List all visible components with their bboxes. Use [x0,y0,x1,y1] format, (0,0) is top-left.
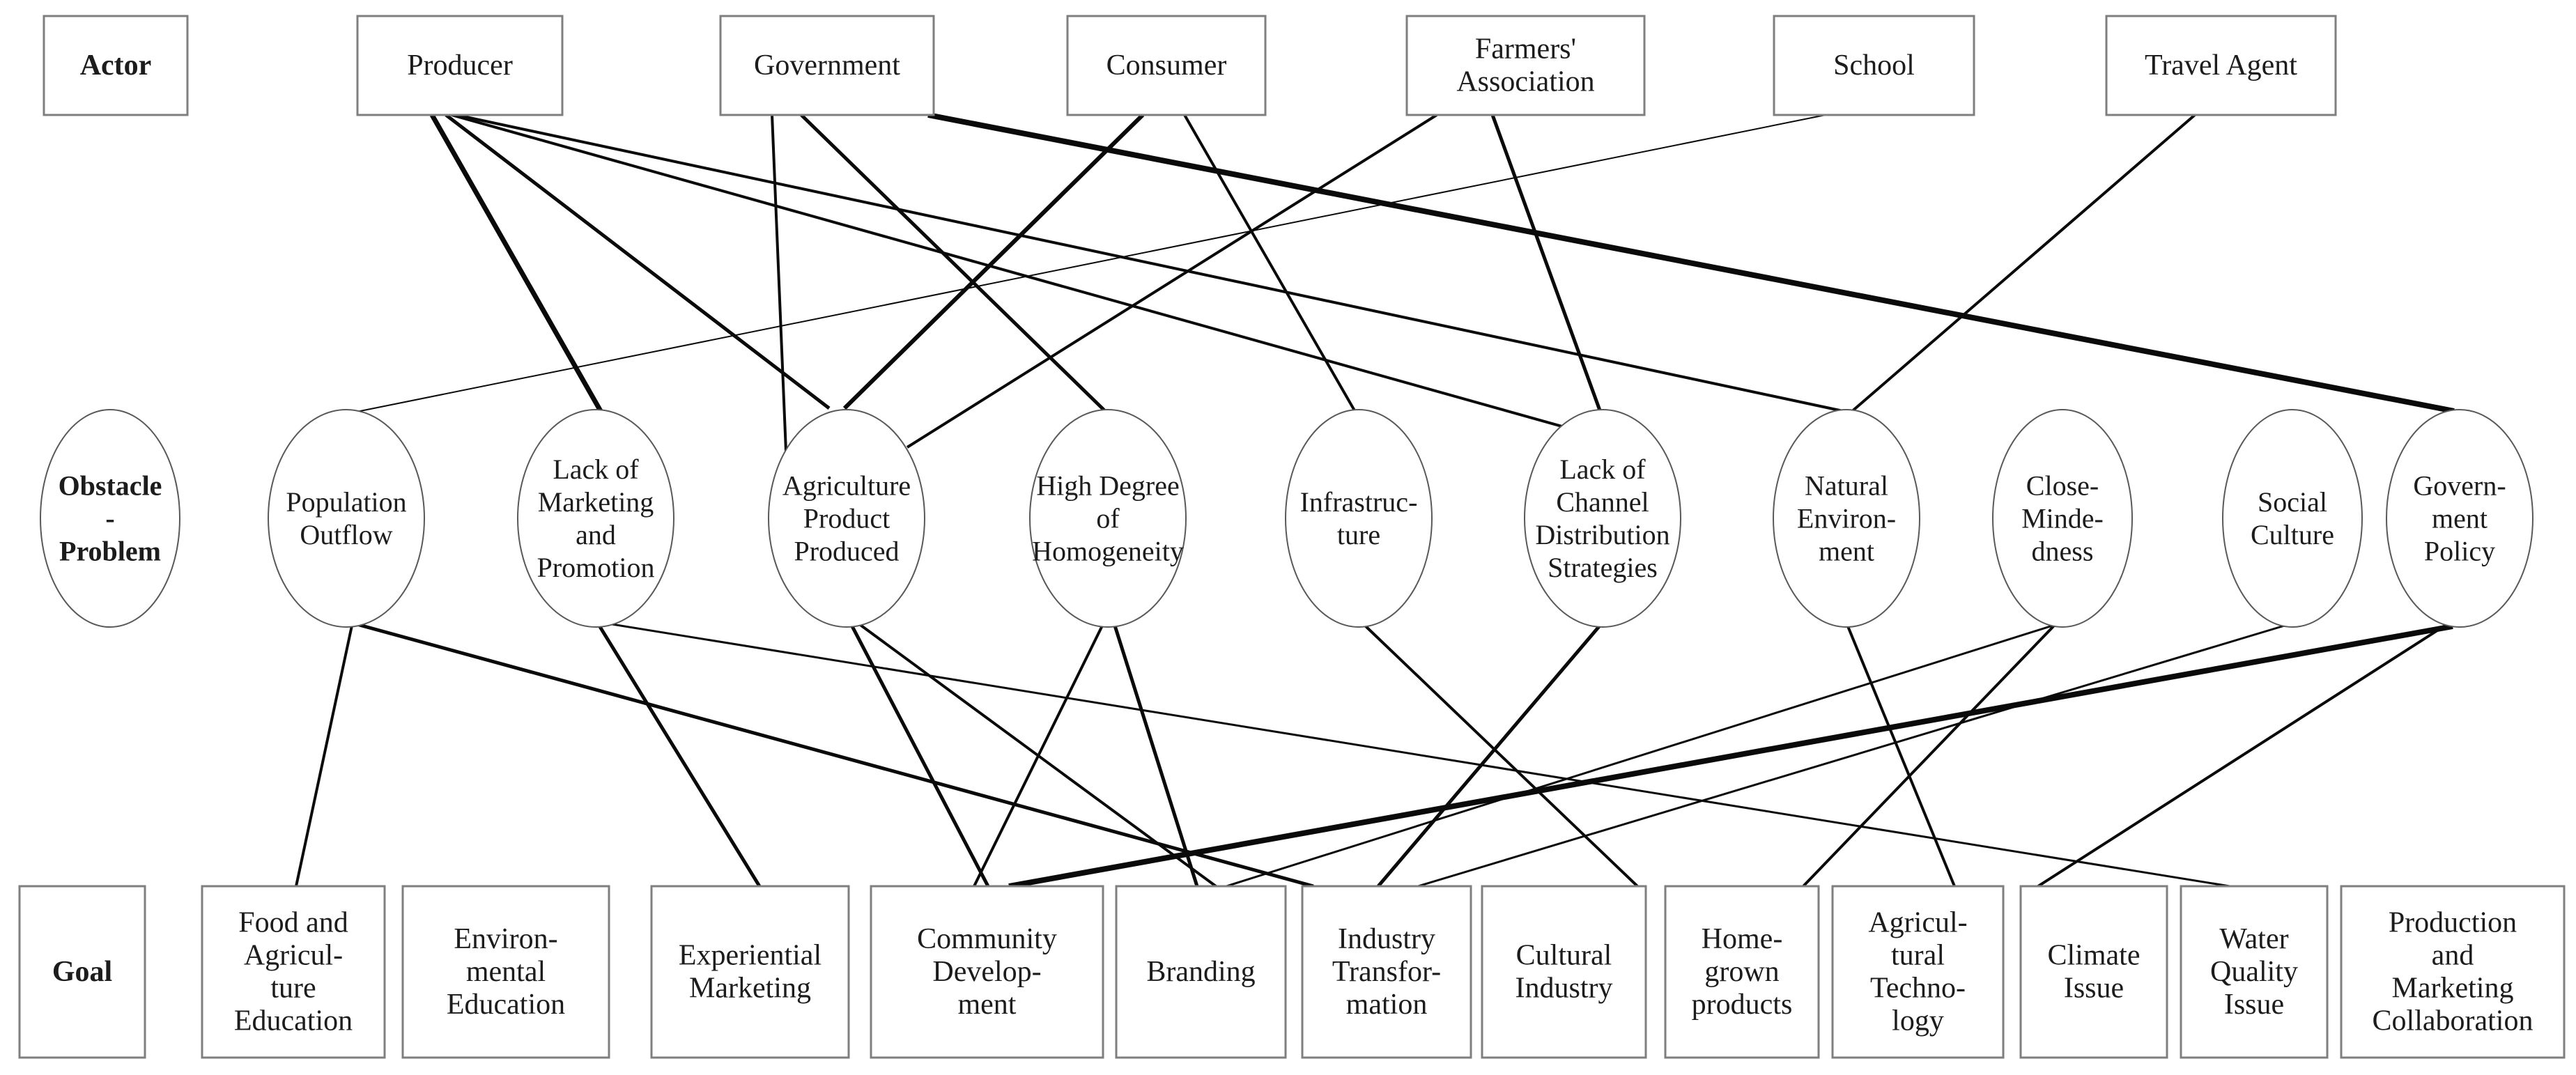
node-label: Travel Agent [2145,49,2297,82]
actor-node-producer: Producer [356,15,564,116]
edges-layer [295,112,2455,889]
edge-consumer-infrastructure [1183,114,1357,412]
node-label: Farmers'Association [1456,33,1594,98]
edge-producer-lack-channel [451,114,1652,453]
obstacle-node-infrastructure: Infrastruc-ture [1285,409,1433,628]
obstacle-node-close-minded: Close-Minde-dness [1992,409,2133,628]
edge-consumer-agri-product [842,113,1145,410]
edge-gov-policy-comm-dev [1008,624,2453,889]
edge-producer-natural-env [456,114,1844,412]
actor-node-actor-label: Actor [43,15,189,116]
edge-pop-outflow-ind-transf [356,622,1314,888]
edge-travel-natural-env [1849,114,2196,414]
edge-government-gov-policy [927,112,2455,414]
node-label: Actor [80,49,152,82]
edge-high-degree-comm-dev [973,625,1104,887]
edge-government-high-degree [800,114,1106,412]
actor-node-government: Government [719,15,935,116]
edge-government-agri-product [771,114,787,452]
node-label: Close-Minde-dness [2021,470,2104,567]
edge-school-pop-outflow [356,114,1826,412]
node-label: Goal [52,956,112,988]
edge-lack-mkt-waterq [607,622,2230,888]
node-label: Producer [407,49,513,82]
actor-node-travel: Travel Agent [2105,15,2337,116]
edge-close-minded-branding [1226,623,2058,888]
edge-producer-agri-product [445,114,831,410]
edge-infrastructure-cultural [1363,624,1639,888]
obstacle-node-obstacle-label: Obstacle-Problem [40,409,180,628]
actor-node-farmers: Farmers'Association [1405,15,1646,116]
nodes-layer: Actor Producer Government Consumer Farmers'A… [18,15,2566,1059]
edge-agri-product-branding [857,622,1217,888]
edge-farmers-agri-product [906,114,1438,449]
node-label: Branding [1146,956,1255,988]
goal-node-branding: Branding [1115,885,1287,1059]
edge-high-degree-branding [1113,625,1199,887]
goal-node-goal-label: Goal [18,885,146,1059]
edge-lack-channel-ind-transf [1377,624,1601,888]
edge-close-minded-homegrown [1802,624,2056,888]
node-label: Government [754,49,900,82]
node-label: Infrastruc-ture [1300,486,1418,550]
edge-gov-policy-climate [2037,623,2448,888]
edge-lack-mkt-exp-mkt [597,624,762,888]
node-label: Obstacle-Problem [59,470,162,567]
edge-social-culture-ind-transf [1417,624,2288,888]
edge-agri-product-comm-dev [849,624,990,888]
edge-natural-env-agritech [1846,626,1956,887]
edge-pop-outflow-food-agri [295,625,353,887]
actor-node-consumer: Consumer [1066,15,1267,116]
edge-producer-lack-mkt [429,114,603,412]
node-label: Consumer [1106,49,1227,82]
node-label: School [1833,49,1915,82]
edge-farmers-lack-channel [1490,114,1602,411]
actor-node-school: School [1773,15,1975,116]
